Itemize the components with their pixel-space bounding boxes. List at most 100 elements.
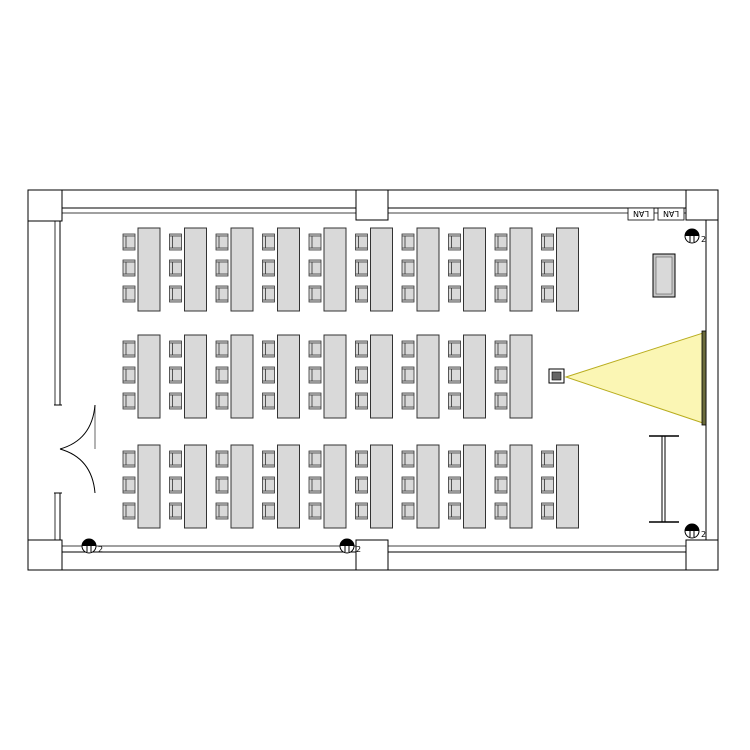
desk-unit (122, 227, 161, 312)
chair-back (355, 394, 368, 408)
chair-back (262, 261, 275, 275)
chair-back (309, 478, 321, 492)
chair-back (495, 394, 507, 408)
desk (370, 227, 393, 312)
chair-back (541, 261, 554, 275)
chair-back (262, 235, 275, 249)
desk (463, 227, 486, 312)
desk-unit (169, 444, 207, 529)
desk-unit (122, 444, 161, 529)
chair-back (123, 342, 135, 356)
chair-back (402, 342, 414, 356)
chair-back (402, 478, 414, 492)
lan-socket-icon: LAN (657, 207, 685, 221)
desk (184, 227, 207, 312)
chair-back (216, 394, 228, 408)
chair-back (402, 394, 414, 408)
desk-unit (494, 227, 533, 312)
chair-back (262, 368, 275, 382)
columns (27, 189, 719, 571)
chair-back (309, 261, 321, 275)
seating-area (122, 227, 579, 529)
desk (323, 334, 347, 419)
desk (416, 334, 440, 419)
chair-back (216, 287, 228, 301)
desk-unit (494, 444, 533, 529)
lan-label-1: LAN (633, 209, 649, 218)
chair-back (495, 452, 507, 466)
chair-back (448, 394, 461, 408)
column-bottom-left (27, 539, 63, 571)
chair-back (541, 504, 554, 518)
lan-socket-icon: LAN (627, 207, 655, 221)
double-door (54, 404, 96, 494)
desk (556, 227, 579, 312)
desk-unit (448, 334, 486, 419)
floor-outlet-icon: 2 (684, 228, 706, 244)
chair-back (448, 478, 461, 492)
desk (323, 444, 347, 529)
desk-unit (215, 227, 254, 312)
desk-unit (401, 227, 440, 312)
chair-back (169, 261, 182, 275)
chair-back (309, 342, 321, 356)
chair-back (123, 478, 135, 492)
chair-back (355, 452, 368, 466)
chair-back (262, 394, 275, 408)
chair-back (402, 368, 414, 382)
desk-unit (355, 444, 393, 529)
desk (416, 444, 440, 529)
row-top (122, 227, 579, 312)
desk (556, 444, 579, 529)
chair-back (169, 287, 182, 301)
desk-unit (262, 334, 300, 419)
chair-back (448, 287, 461, 301)
chair-back (169, 504, 182, 518)
whiteboard-stand-icon (649, 435, 679, 523)
chair-back (216, 235, 228, 249)
chair-back (402, 261, 414, 275)
chair-back (355, 287, 368, 301)
desk-unit (308, 227, 347, 312)
chair-back (216, 342, 228, 356)
chair-back (216, 261, 228, 275)
desk (277, 227, 300, 312)
chair-back (169, 394, 182, 408)
chair-back (402, 287, 414, 301)
chair-back (309, 235, 321, 249)
column-bottom-right (685, 539, 719, 571)
chair-back (495, 504, 507, 518)
desk-unit (169, 227, 207, 312)
lan-label-2: LAN (663, 209, 679, 218)
chair-back (309, 368, 321, 382)
chair-back (495, 287, 507, 301)
desk-unit (448, 227, 486, 312)
chair-back (355, 342, 368, 356)
desk-unit (122, 334, 161, 419)
desk (463, 444, 486, 529)
desk (184, 334, 207, 419)
chair-back (541, 287, 554, 301)
column-bottom-middle (355, 539, 389, 571)
chair-back (448, 261, 461, 275)
chair-back (169, 342, 182, 356)
lectern-table-top (655, 256, 673, 295)
desk (416, 227, 440, 312)
desk (137, 227, 161, 312)
chair-back (541, 478, 554, 492)
chair-back (262, 287, 275, 301)
desk (137, 444, 161, 529)
row-bottom (122, 444, 579, 529)
desk (137, 334, 161, 419)
desk (277, 444, 300, 529)
desk-unit (262, 227, 300, 312)
chair-back (541, 452, 554, 466)
desk (509, 444, 533, 529)
projector-icon (548, 368, 565, 384)
desk-unit (401, 334, 440, 419)
column-top-left (27, 189, 63, 222)
chair-back (402, 235, 414, 249)
desk (463, 334, 486, 419)
chair-back (355, 261, 368, 275)
chair-back (309, 452, 321, 466)
